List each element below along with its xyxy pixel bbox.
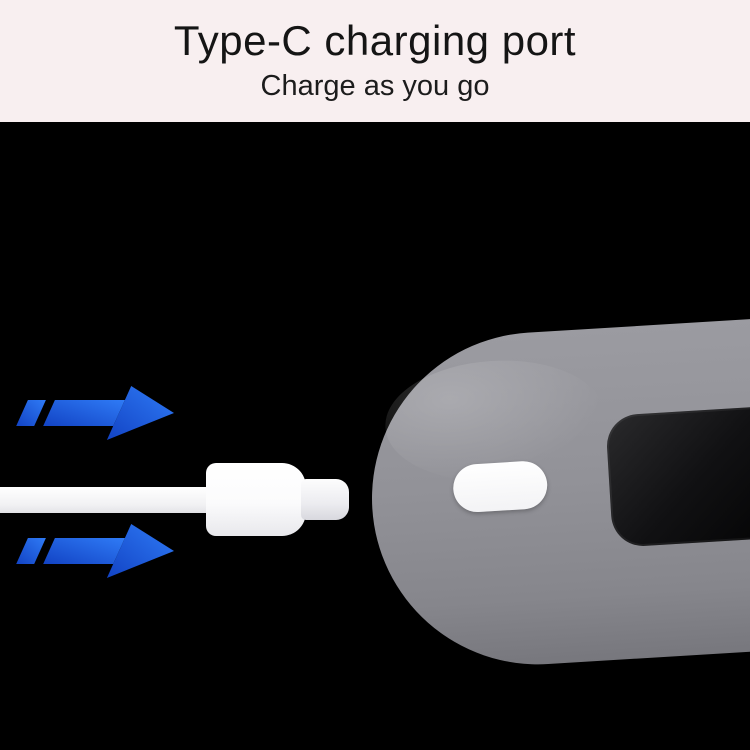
usb-c-connector — [206, 463, 306, 536]
device-body — [362, 316, 750, 675]
product-scene — [0, 122, 750, 750]
arrow-right-icon — [16, 386, 174, 440]
header-banner: Type-C charging port Charge as you go — [0, 0, 750, 122]
product-title: Type-C charging port — [173, 17, 577, 65]
arrow-right-icon — [16, 524, 174, 578]
device-button — [451, 459, 549, 514]
usb-c-connector-tip — [301, 479, 349, 520]
product-subtitle: Charge as you go — [260, 69, 490, 102]
device-display-window — [605, 403, 750, 548]
usb-cable-cord — [0, 487, 216, 513]
